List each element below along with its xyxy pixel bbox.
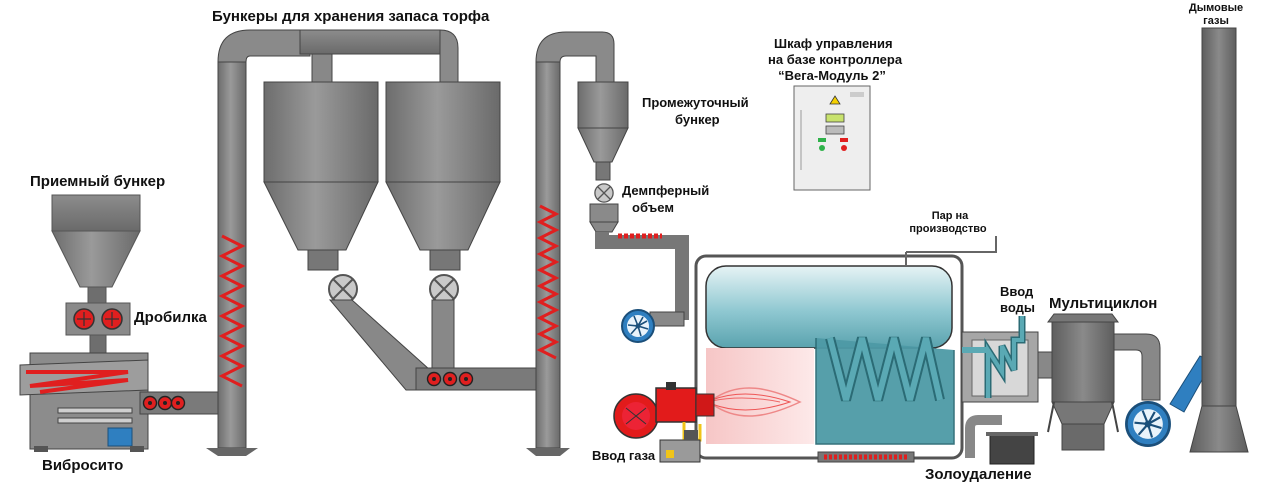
intermediate-bin-label-line1: Промежуточный [642,95,749,110]
water-in-label-line1: Ввод [1000,284,1034,299]
flue-gas-label-line1: Дымовые [1188,2,1244,14]
crusher [65,302,131,354]
steam-out-label-line2: производство [909,223,987,235]
storage-bin-1 [263,81,379,304]
bucket-elevator-left [206,29,311,456]
water-in-label-line2: воды [1000,300,1035,315]
distribution-pipe [299,29,459,83]
storage-bins-title: Бункеры для хранения запаса торфа [212,8,490,25]
control-cabinet-label-line2: на базе контроллера [768,52,903,67]
receiving-hopper-label: Приемный бункер [30,173,166,190]
ash-removal-unit [965,415,1038,465]
ash-removal-label: Золоудаление [925,466,1032,483]
damper-label-line1: Демпферный [622,183,710,198]
control-cabinet [793,85,871,191]
control-cabinet-label-line1: Шкаф управления [774,36,893,51]
screw-conveyor-2 [415,367,539,391]
crusher-label: Дробилка [134,309,207,326]
economizer [961,316,1039,403]
discharge-chutes [328,299,455,391]
receiving-hopper [51,194,141,304]
multicyclone-label: Мультициклон [1049,295,1158,312]
control-cabinet-label-line3: “Вега-Модуль 2” [778,68,886,83]
gas-in-label: Ввод газа [592,448,656,463]
air-fan [621,309,685,343]
vibrosieve-label: Вибросито [42,457,124,474]
boiler [694,236,997,463]
burner [613,382,715,463]
flame-icon [711,387,802,417]
damper-label-line2: объем [632,200,674,215]
flue-duct [1037,351,1053,379]
vibrosieve [19,352,149,452]
steam-out-label-line1: Пар на [931,210,969,222]
chimney [1189,27,1249,453]
bucket-elevator-right [526,31,615,456]
intermediate-bin-label-line2: бункер [675,112,720,127]
storage-bin-2 [385,81,501,304]
damper-volume [589,203,689,320]
multicyclone [1047,313,1161,451]
screw-conveyor-1 [139,391,227,415]
flue-gas-label-line2: газы [1203,15,1229,27]
intermediate-bin [577,81,629,203]
